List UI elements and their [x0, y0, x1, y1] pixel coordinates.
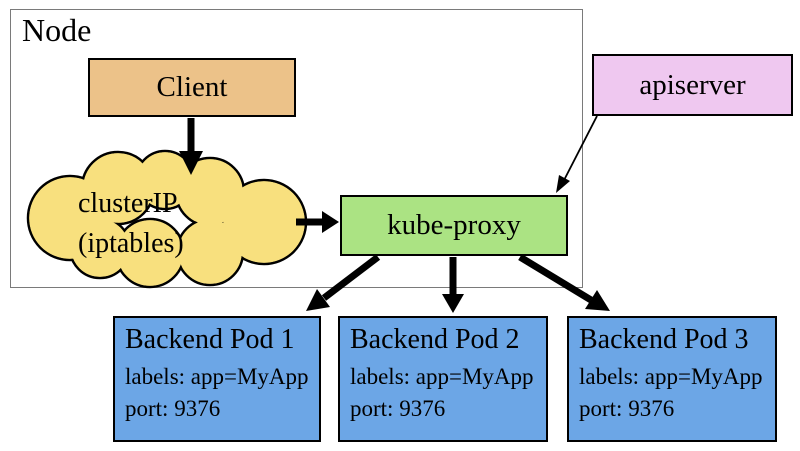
- apiserver-label: apiserver: [639, 68, 746, 101]
- pod-3-port: port: 9376: [579, 396, 675, 421]
- clusterip-text: clusterIP (iptables): [78, 184, 184, 264]
- backend-pod-3-box: Backend Pod 3 labels: app=MyApp port: 93…: [567, 316, 777, 442]
- pod-3-labels: labels: app=MyApp: [579, 364, 763, 389]
- backend-pod-2-box: Backend Pod 2 labels: app=MyApp port: 93…: [338, 316, 548, 442]
- client-arrowhead: [179, 151, 203, 175]
- kube-proxy-box: kube-proxy: [340, 195, 568, 256]
- node-boundary-box: [10, 9, 583, 288]
- clusterip-label: clusterIP: [78, 188, 178, 219]
- clusterip-cloud-shape: [26, 149, 308, 289]
- apiserver-to-kubeproxy-arrow: [556, 115, 598, 193]
- backend-pod-1-box: Backend Pod 1 labels: app=MyApp port: 93…: [113, 316, 321, 442]
- pod-1-port: port: 9376: [125, 396, 221, 421]
- pod3-arrowhead: [585, 290, 610, 311]
- node-label: Node: [22, 12, 92, 48]
- client-label: Client: [156, 71, 228, 103]
- apiserver-box: apiserver: [592, 54, 793, 116]
- client-box: Client: [88, 58, 296, 117]
- clusterip-arrowhead: [322, 211, 339, 233]
- pod1-arrowhead: [306, 289, 330, 311]
- iptables-label: (iptables): [78, 228, 184, 259]
- kube-proxy-label: kube-proxy: [387, 209, 521, 241]
- pod2-arrowhead: [442, 294, 464, 313]
- pod-1-title: Backend Pod 1: [125, 324, 295, 355]
- kubeproxy-to-pod3-arrow: [518, 254, 593, 303]
- pod-2-labels: labels: app=MyApp: [350, 364, 534, 389]
- pod-2-port: port: 9376: [350, 396, 446, 421]
- pod-1-labels: labels: app=MyApp: [125, 364, 309, 389]
- pod-3-title: Backend Pod 3: [579, 324, 749, 355]
- pod-2-title: Backend Pod 2: [350, 324, 520, 355]
- kubeproxy-to-pod1-arrow: [321, 254, 381, 301]
